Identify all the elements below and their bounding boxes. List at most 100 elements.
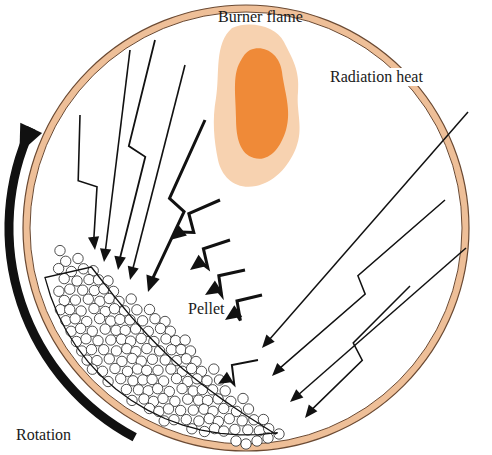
radiation-ray [152,120,205,280]
kiln-interior [30,12,462,444]
pellet [180,335,190,345]
radiation-ray [312,286,411,410]
pellet [132,305,142,315]
pellet [142,365,152,375]
figure-label: Pellet [186,300,226,318]
radiation-ray [78,115,97,240]
pellet [89,285,99,295]
pellet [188,405,198,415]
arrowhead [218,372,233,384]
pellet [116,334,126,344]
pellet [186,363,196,373]
pellet [238,393,248,403]
pellet [72,276,82,286]
arrowhead [146,275,159,292]
pellet [136,333,146,343]
pellet [176,344,186,354]
pellet [81,334,91,344]
pellet [150,314,160,324]
pellet [65,304,75,314]
pellet [147,374,157,384]
pellet [89,303,99,313]
pellet [161,334,171,344]
pellet [121,384,131,394]
arrowhead [305,404,317,418]
arrowhead [88,236,99,250]
pellet [132,364,142,374]
pellet [199,404,209,414]
figure-label: Rotation [14,426,73,444]
pellet [97,366,107,376]
pellet [159,416,169,426]
radiation-ray [298,248,466,395]
pellet [59,273,69,283]
pellet [230,424,240,434]
pellet [139,394,149,404]
arrowhead [225,305,242,320]
radiation-arrows [78,40,468,418]
pellet [106,335,116,345]
arrowhead [100,248,111,262]
pellet [93,336,103,346]
pellet [171,373,181,383]
radiation-ray [120,40,155,259]
pellet [243,404,253,414]
pellet [65,284,75,294]
pellet [84,274,94,284]
rotation-arc [9,128,135,438]
pellet [177,383,187,393]
pellet [128,376,138,386]
radiation-ray [180,200,220,233]
pellet [219,403,229,413]
arrowhead [262,335,275,348]
pellet [99,345,109,355]
radiation-ray [105,50,130,252]
pellet-bed [53,245,284,449]
pellet [55,245,65,255]
pellet [116,374,126,384]
pellet [147,354,157,364]
pellet [241,439,251,449]
pellet [144,304,154,314]
arrowhead [190,255,207,270]
pellet [152,384,162,394]
rotation-arrow [9,123,135,438]
pellet [86,344,96,354]
pellet [75,323,85,333]
arrowhead [170,225,187,241]
arrowhead [290,389,303,402]
pellet [224,414,234,424]
pellet [231,436,241,446]
pellet [209,364,219,374]
pellet [94,313,104,323]
pellet [78,285,88,295]
pellet [181,414,191,424]
pellet [115,314,125,324]
arrowhead [114,256,126,270]
pellet [100,324,110,334]
pellet [109,304,119,314]
pellet [252,436,262,446]
pellet [66,326,76,336]
pellet [153,365,163,375]
arrowhead [205,281,222,295]
pellet [183,394,193,404]
pellet [83,294,93,304]
kiln-shell [23,5,469,451]
radiation-ray [279,200,445,369]
pellet [73,253,83,263]
pellet [181,354,191,364]
pellet [175,405,185,415]
pellet [104,354,114,364]
pellet [163,404,173,414]
arrowhead [128,266,139,280]
arrowhead [272,363,285,376]
pellet [126,294,136,304]
pellet [155,323,165,333]
pellet [258,414,268,424]
pellet [243,425,253,435]
pellet [219,426,229,436]
pellet [166,364,176,374]
burner-flame-core [235,48,288,159]
